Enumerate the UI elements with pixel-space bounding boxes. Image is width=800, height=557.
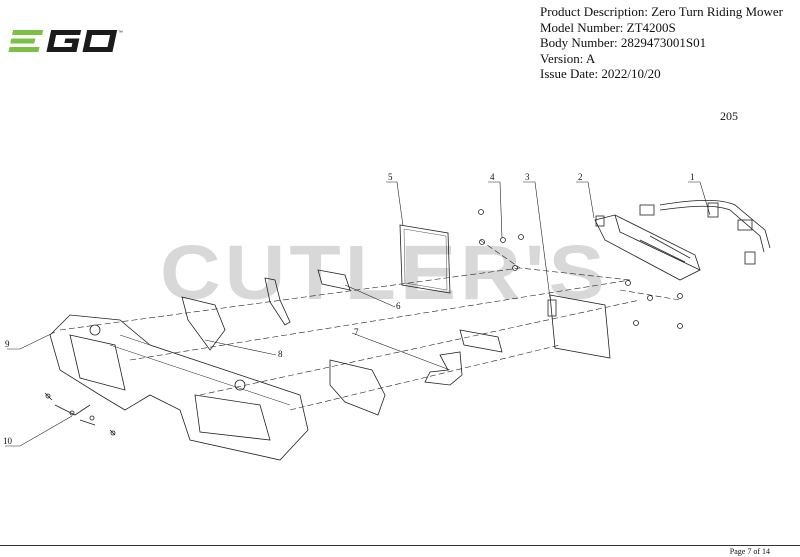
trademark-symbol: ™ xyxy=(118,30,123,36)
part-2-controller xyxy=(594,214,701,281)
callout-4: 4 xyxy=(490,172,495,182)
callout-8: 8 xyxy=(278,349,283,359)
part-7-light-cover xyxy=(329,351,463,416)
assembly-lines xyxy=(59,239,681,411)
callout-6: 6 xyxy=(396,301,401,311)
part-3-circuit-board xyxy=(547,294,611,359)
callout-5: 5 xyxy=(388,172,393,182)
model-number: Model Number: ZT4200S xyxy=(540,19,676,35)
part-10-fasteners xyxy=(44,392,116,436)
callout-10: 10 xyxy=(3,436,13,446)
callout-7: 7 xyxy=(354,327,359,337)
leader-lines xyxy=(5,181,711,447)
version: Version: A xyxy=(540,50,596,66)
issue-date: Issue Date: 2022/10/20 xyxy=(540,66,661,82)
part-4-screws xyxy=(478,209,683,329)
watermark: CUTLER'S xyxy=(160,228,609,316)
document-header: Product Description: Zero Turn Riding Mo… xyxy=(540,4,783,82)
ego-logo: ™ xyxy=(8,30,123,52)
callout-3: 3 xyxy=(525,172,530,182)
part-8-bracket xyxy=(181,277,291,351)
page-number: Page 7 of 14 xyxy=(729,547,770,556)
part-9-front-housing xyxy=(49,314,309,461)
callout-9: 9 xyxy=(5,339,10,349)
product-description: Product Description: Zero Turn Riding Mo… xyxy=(540,4,784,19)
footer-divider xyxy=(0,545,800,546)
part-5-circuit-board xyxy=(399,224,451,294)
callout-1: 1 xyxy=(690,172,695,182)
callout-2: 2 xyxy=(578,172,583,182)
body-number: Body Number: 2829473001S01 xyxy=(540,35,707,51)
diagram-number: 205 xyxy=(720,109,738,123)
part-6-vent-grille xyxy=(317,269,503,353)
part-1-wire-harness xyxy=(639,200,771,265)
